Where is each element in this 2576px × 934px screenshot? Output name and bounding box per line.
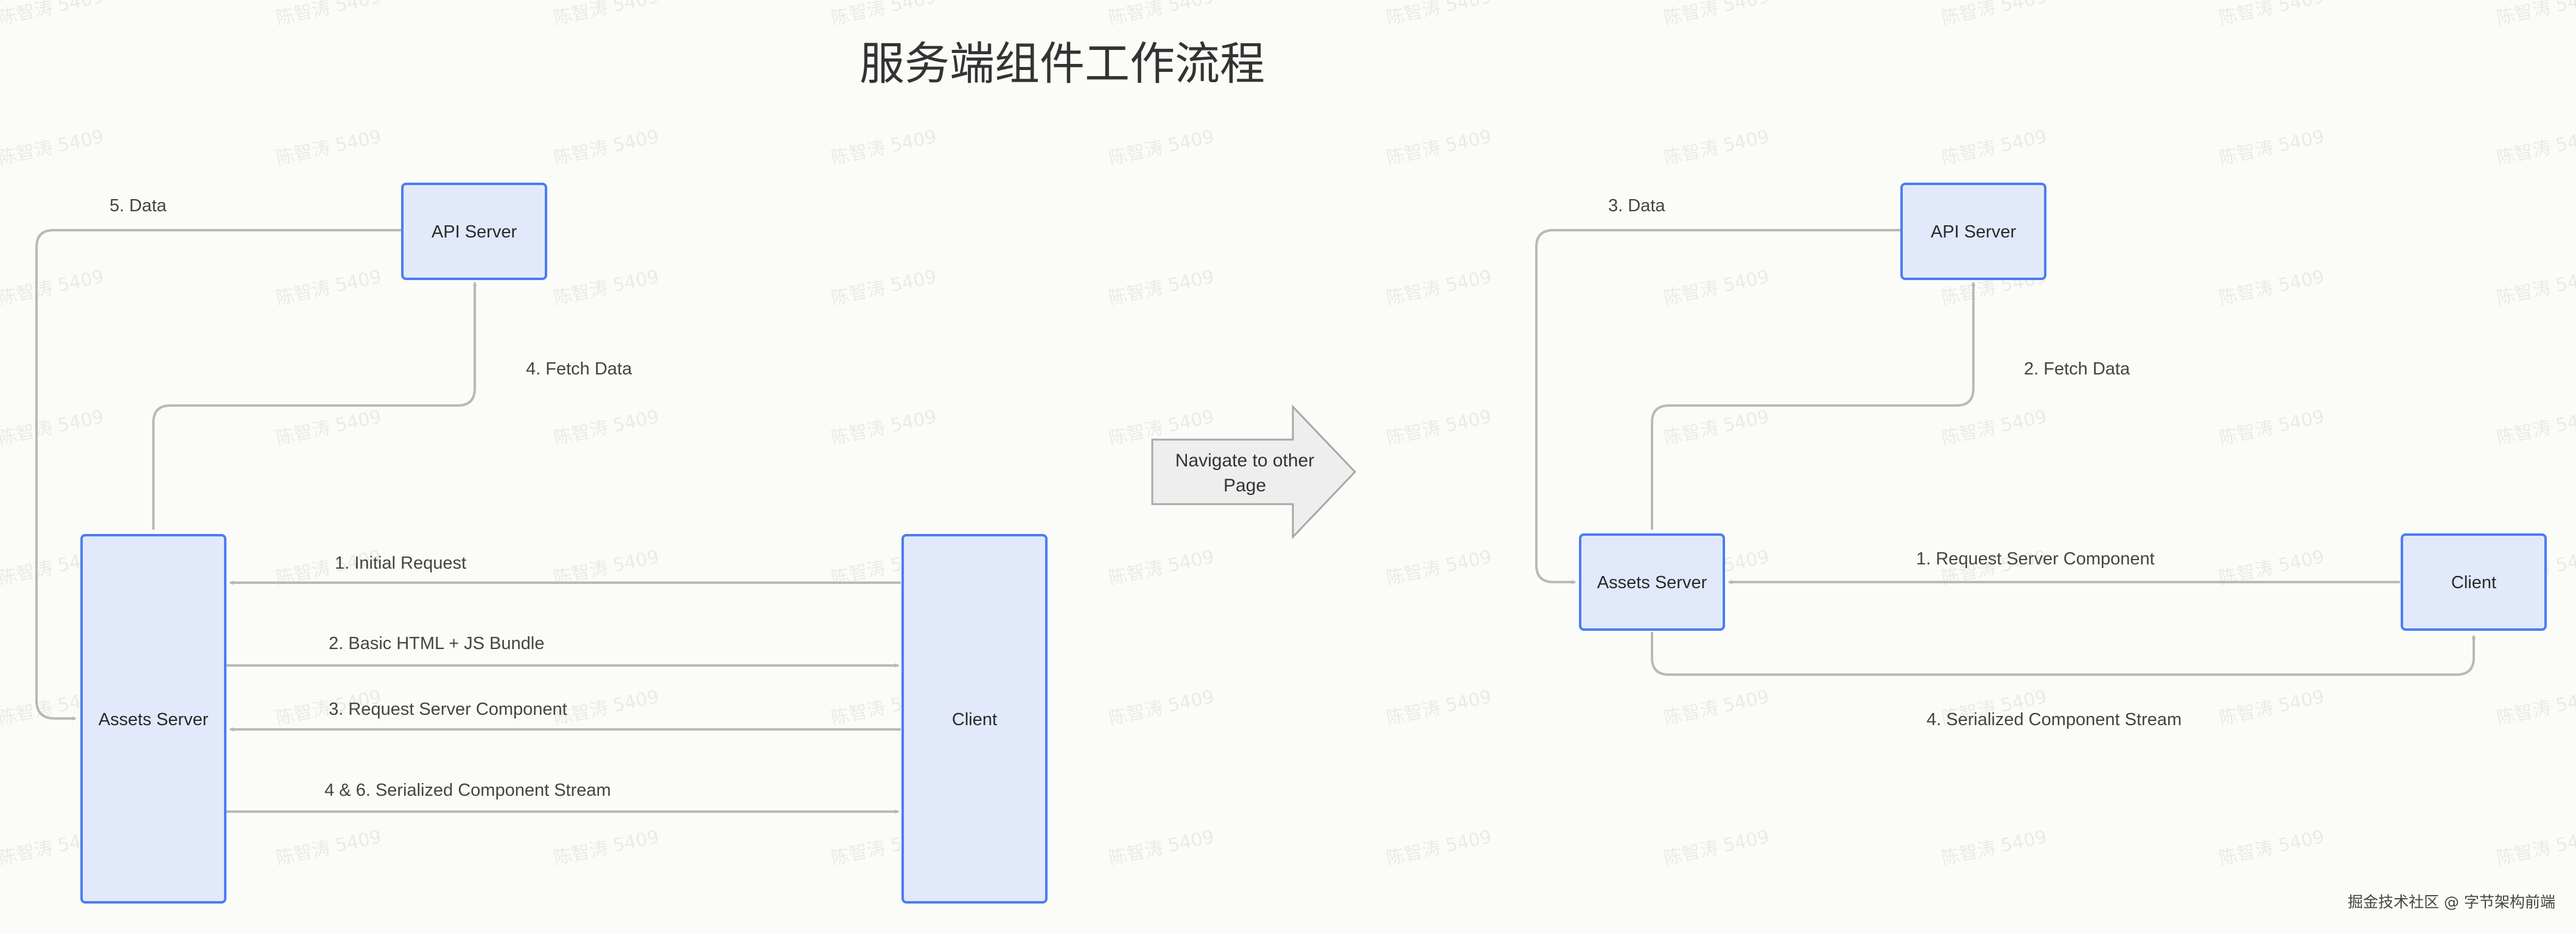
node-label: API Server (1931, 222, 2017, 242)
watermark-text: 陈智涛 5409 (1939, 406, 2048, 449)
label-fetch-data-right: 2. Fetch Data (2024, 359, 2130, 379)
watermark-text: 陈智涛 5409 (1662, 126, 1771, 169)
node-client-right: Client (2401, 533, 2547, 631)
label-basic-html: 2. Basic HTML + JS Bundle (329, 634, 544, 653)
watermark-text: 陈智涛 5409 (1939, 0, 2048, 29)
watermark-text: 陈智涛 5409 (2217, 686, 2326, 729)
edge-data-right (1535, 229, 1900, 582)
watermark-text: 陈智涛 5409 (829, 266, 938, 309)
label-initial-request: 1. Initial Request (335, 553, 466, 573)
watermark-layer: 陈智涛 5409 陈智涛 5409 陈智涛 5409 陈智涛 5409 陈智涛 5409… (0, 0, 2576, 869)
watermark-text: 陈智涛 5409 (274, 126, 383, 169)
watermark-text: 陈智涛 5409 (1384, 826, 1493, 869)
watermark-text: 陈智涛 5409 (1107, 0, 1216, 29)
watermark-text: 陈智涛 5409 (274, 0, 383, 29)
node-client-left: Client (901, 534, 1048, 904)
label-request-server-component-left: 3. Request Server Component (329, 700, 567, 719)
edge-data-left (35, 229, 402, 718)
watermark-text: 陈智涛 5409 (551, 406, 660, 449)
watermark-text: 陈智涛 5409 (551, 266, 660, 309)
watermark-text: 陈智涛 5409 (1107, 546, 1216, 589)
navigate-label-line1: Navigate to other (1175, 451, 1314, 471)
watermark-text: 陈智涛 5409 (1384, 0, 1493, 29)
label-serialized-stream-right: 4. Serialized Component Stream (1927, 710, 2182, 729)
watermark-text: 陈智涛 5409 (829, 0, 938, 29)
label-data-right: 3. Data (1608, 196, 1665, 216)
watermark-text: 陈智涛 5409 (829, 406, 938, 449)
watermark-text: 陈智涛 5409 (551, 126, 660, 169)
watermark-text: 陈智涛 5409 (2494, 686, 2576, 729)
watermark-text: 陈智涛 5409 (551, 826, 660, 869)
watermark-text: 陈智涛 5409 (1384, 406, 1493, 449)
watermark-text: 陈智涛 5409 (1384, 546, 1493, 589)
page-title: 服务端组件工作流程 (859, 38, 1265, 90)
watermark-text: 陈智涛 5409 (1384, 126, 1493, 169)
node-label: API Server (432, 222, 517, 242)
watermark-text: 陈智涛 5409 (2217, 0, 2326, 29)
watermark-text: 陈智涛 5409 (2217, 266, 2326, 309)
node-label: Client (2451, 573, 2496, 592)
watermark-text: 陈智涛 5409 (2217, 406, 2326, 449)
footer-credit: 掘金技术社区 @ 字节架构前端 (2348, 893, 2555, 911)
watermark-text: 陈智涛 5409 (0, 406, 106, 449)
navigate-label-line2: Page (1223, 476, 1266, 496)
watermark-text: 陈智涛 5409 (1107, 826, 1216, 869)
watermark-text: 陈智涛 5409 (2494, 406, 2576, 449)
node-label: Client (952, 710, 997, 729)
watermark-text: 陈智涛 5409 (0, 266, 106, 309)
navigate-arrow: Navigate to other Page (1151, 404, 1357, 539)
watermark-text: 陈智涛 5409 (551, 0, 660, 29)
watermark-text: 陈智涛 5409 (1939, 126, 2048, 169)
watermark-text: 陈智涛 5409 (1662, 826, 1771, 869)
watermark-text: 陈智涛 5409 (1939, 826, 2048, 869)
node-api-server-left: API Server (401, 183, 547, 280)
label-request-server-component-right: 1. Request Server Component (1916, 549, 2155, 569)
watermark-text: 陈智涛 5409 (1107, 126, 1216, 169)
label-serialized-stream-left: 4 & 6. Serialized Component Stream (324, 781, 611, 800)
node-assets-server-left: Assets Server (80, 534, 226, 904)
watermark-text: 陈智涛 5409 (1384, 266, 1493, 309)
watermark-text: 陈智涛 5409 (551, 686, 660, 729)
watermark-text: 陈智涛 5409 (1384, 686, 1493, 729)
watermark-text: 陈智涛 5409 (1107, 686, 1216, 729)
watermark-text: 陈智涛 5409 (2217, 826, 2326, 869)
label-data-left: 5. Data (110, 196, 167, 216)
watermark-text: 陈智涛 5409 (274, 266, 383, 309)
watermark-text: 陈智涛 5409 (1662, 266, 1771, 309)
label-fetch-data-left: 4. Fetch Data (526, 359, 632, 379)
edge-fetch-data-left (152, 283, 475, 530)
watermark-text: 陈智涛 5409 (1107, 266, 1216, 309)
watermark-text: 陈智涛 5409 (274, 406, 383, 449)
watermark-text: 陈智涛 5409 (2494, 266, 2576, 309)
left-diagram: 5. Data 4. Fetch Data 1. Initial Request… (35, 183, 1048, 904)
watermark-text: 陈智涛 5409 (2217, 126, 2326, 169)
node-assets-server-right: Assets Server (1579, 533, 1725, 631)
node-label: Assets Server (99, 710, 209, 729)
watermark-text: 陈智涛 5409 (274, 826, 383, 869)
node-label: Assets Server (1597, 573, 1707, 592)
edge-serialized-stream-right (1651, 632, 2474, 676)
watermark-text: 陈智涛 5409 (1662, 686, 1771, 729)
edge-fetch-data-right (1651, 283, 1973, 530)
watermark-text: 陈智涛 5409 (1662, 406, 1771, 449)
node-api-server-right: API Server (1900, 183, 2046, 280)
watermark-text: 陈智涛 5409 (829, 126, 938, 169)
watermark-text: 陈智涛 5409 (2494, 826, 2576, 869)
watermark-text: 陈智涛 5409 (2494, 0, 2576, 29)
watermark-text: 陈智涛 5409 (2494, 126, 2576, 169)
watermark-text: 陈智涛 5409 (0, 126, 106, 169)
watermark-text: 陈智涛 5409 (1662, 0, 1771, 29)
right-diagram: 3. Data 2. Fetch Data 1. Request Server … (1535, 183, 2547, 729)
watermark-text: 陈智涛 5409 (0, 0, 106, 29)
